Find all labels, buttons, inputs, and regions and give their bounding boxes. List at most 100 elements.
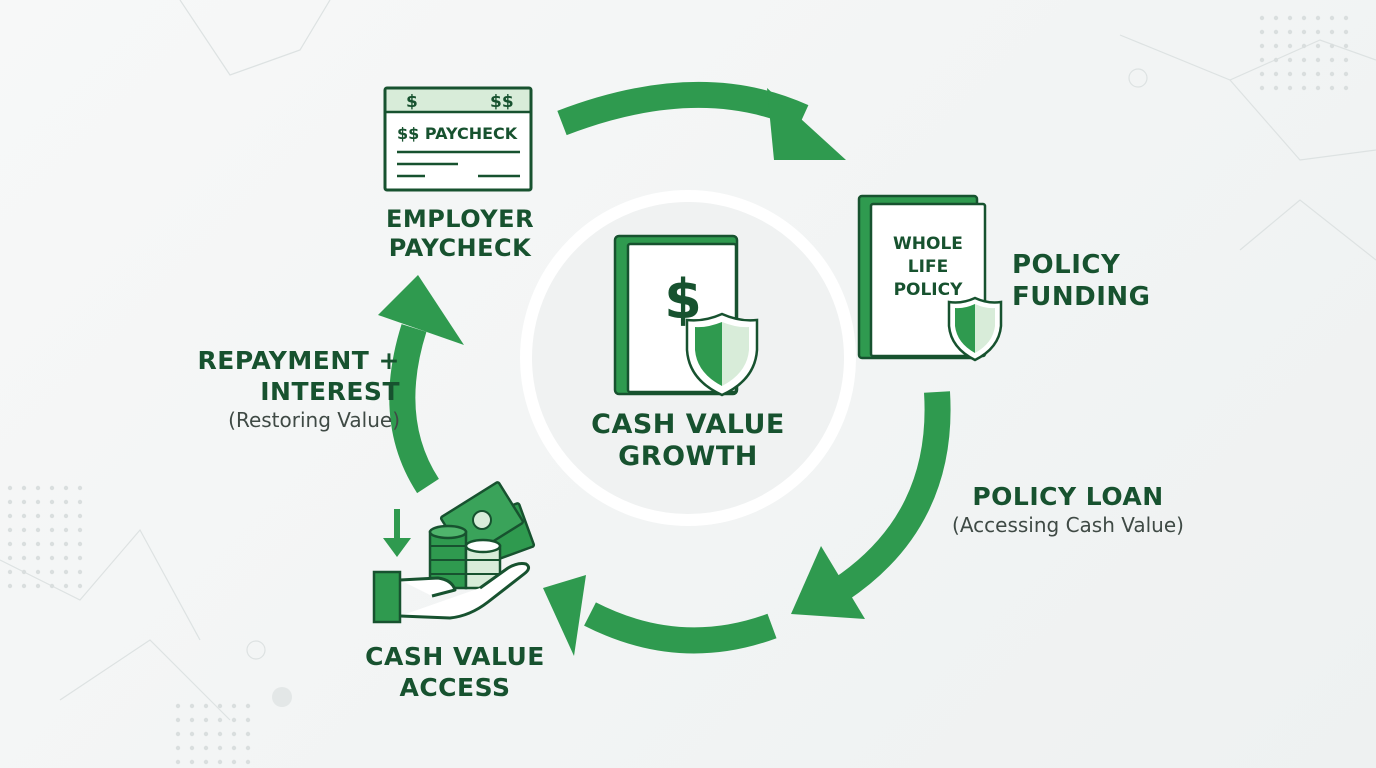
- decor-dot: [63, 527, 69, 533]
- decor-dot: [245, 759, 251, 765]
- decor-dot: [21, 541, 27, 547]
- decor-dot: [1343, 85, 1349, 91]
- paycheck-icon-dollar-left: $: [406, 92, 418, 112]
- policy-icon-text-3: POLICY: [894, 280, 964, 300]
- decor-dot: [77, 485, 83, 491]
- decor-dot: [1301, 29, 1307, 35]
- decor-dot: [49, 485, 55, 491]
- repayment-label-line2: INTEREST: [260, 377, 400, 406]
- arrow-policy-to-loan: [791, 391, 951, 619]
- policy-loan-label: POLICY LOAN (Accessing Cash Value): [938, 482, 1198, 538]
- decor-dot: [189, 745, 195, 751]
- decor-dot: [35, 513, 41, 519]
- cash-value-growth-label: CASH VALUE GROWTH: [578, 409, 798, 473]
- decor-dot: [203, 717, 209, 723]
- decor-dot: [1301, 85, 1307, 91]
- decor-dot: [203, 759, 209, 765]
- decor-dot: [245, 745, 251, 751]
- hand-with-cash-and-coins-icon: [372, 481, 536, 624]
- decor-dot: [175, 703, 181, 709]
- background-decoration: [0, 0, 1376, 721]
- decor-dot: [1343, 29, 1349, 35]
- decor-dot: [49, 541, 55, 547]
- paycheck-label-line2: PAYCHECK: [388, 234, 532, 262]
- decor-dot: [1343, 71, 1349, 77]
- decor-dot: [189, 717, 195, 723]
- decor-dot: [21, 583, 27, 589]
- decor-dot: [175, 731, 181, 737]
- decor-dot: [189, 703, 195, 709]
- decor-dot: [7, 485, 13, 491]
- paycheck-label: EMPLOYER PAYCHECK: [360, 205, 560, 263]
- decor-dot: [77, 569, 83, 575]
- dot-grid-decoration: [7, 15, 1349, 765]
- decor-dot: [35, 541, 41, 547]
- decor-dot: [175, 759, 181, 765]
- decor-dot: [1259, 57, 1265, 63]
- decor-dot: [63, 583, 69, 589]
- policy-funding-label-line1: POLICY: [1012, 250, 1121, 280]
- arrow-loan-to-access: [543, 575, 777, 656]
- open-hand-icon: [372, 562, 531, 624]
- decor-dot: [1301, 15, 1307, 21]
- decor-dot: [189, 759, 195, 765]
- decor-dot: [63, 569, 69, 575]
- decor-dot: [49, 513, 55, 519]
- decor-dot: [231, 745, 237, 751]
- decor-dot: [63, 541, 69, 547]
- decor-dot: [7, 569, 13, 575]
- decor-dot: [245, 731, 251, 737]
- decor-dot: [49, 583, 55, 589]
- decor-dot: [1315, 85, 1321, 91]
- decor-dot: [7, 555, 13, 561]
- decor-dot: [21, 569, 27, 575]
- decor-dot: [49, 555, 55, 561]
- decor-dot: [21, 485, 27, 491]
- decor-dot: [7, 513, 13, 519]
- decor-dot: [21, 513, 27, 519]
- decor-dot: [1259, 85, 1265, 91]
- decor-dot: [1259, 71, 1265, 77]
- decor-dot: [175, 745, 181, 751]
- decor-dot: [1343, 15, 1349, 21]
- cash-value-growth-label-line1: CASH VALUE: [591, 409, 785, 440]
- paycheck-icon-title: $$ PAYCHECK: [397, 124, 518, 143]
- decor-dot: [189, 731, 195, 737]
- decor-dot: [231, 731, 237, 737]
- decor-dot: [1273, 57, 1279, 63]
- decor-dot: [77, 513, 83, 519]
- decor-dot: [77, 555, 83, 561]
- decor-dot: [1343, 57, 1349, 63]
- decor-dot: [35, 569, 41, 575]
- decor-dot: [203, 703, 209, 709]
- decor-dot: [1287, 85, 1293, 91]
- down-arrow-icon: [383, 509, 411, 557]
- decor-dot: [77, 541, 83, 547]
- decor-dot: [1301, 71, 1307, 77]
- decor-dot: [1259, 43, 1265, 49]
- decor-dot: [231, 703, 237, 709]
- decor-dot: [7, 527, 13, 533]
- policy-loan-label-title: POLICY LOAN: [972, 482, 1164, 511]
- decor-dot: [1301, 57, 1307, 63]
- decor-dot: [231, 717, 237, 723]
- decor-dot: [217, 745, 223, 751]
- cash-value-access-label-line1: CASH VALUE: [365, 642, 545, 671]
- cash-value-growth-label-line2: GROWTH: [618, 441, 758, 472]
- policy-icon-text-2: LIFE: [908, 257, 948, 277]
- decor-dot: [245, 703, 251, 709]
- decor-dot: [1287, 57, 1293, 63]
- decor-dot: [1343, 43, 1349, 49]
- arrow-access-to-paycheck: [378, 275, 464, 494]
- policy-icon-text-1: WHOLE: [893, 234, 963, 254]
- decor-dot: [7, 499, 13, 505]
- cash-value-access-label-line2: ACCESS: [399, 673, 511, 702]
- decor-dot: [1259, 29, 1265, 35]
- decor-dot: [217, 717, 223, 723]
- decor-dot: [35, 583, 41, 589]
- paycheck-label-line1: EMPLOYER: [385, 205, 535, 233]
- decor-dot: [1315, 29, 1321, 35]
- decor-dot: [1329, 57, 1335, 63]
- paycheck-icon: $ $$ $$ PAYCHECK: [383, 86, 533, 192]
- decor-dot: [1315, 57, 1321, 63]
